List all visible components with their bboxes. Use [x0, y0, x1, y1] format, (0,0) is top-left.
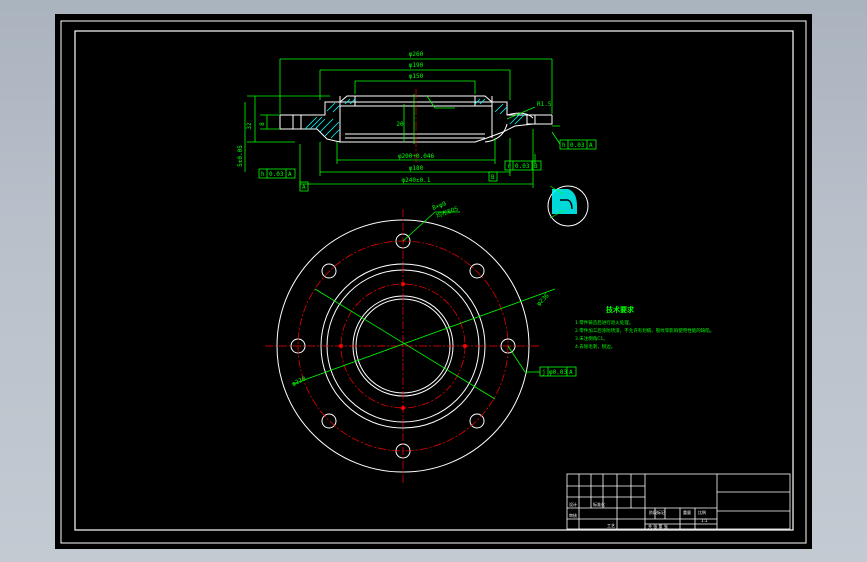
gdt-mid-symbol: r	[507, 163, 511, 170]
dim-center: 20	[396, 121, 404, 128]
datum-b-marker: B	[488, 171, 498, 182]
gdt-plan-value: φ0.03	[549, 369, 567, 376]
gdt-frame-right: h 0.03 A	[551, 131, 597, 150]
note-line-1: 1.零件铸造后进行退火处理。	[575, 319, 633, 326]
gdt-right-symbol: h	[562, 142, 566, 149]
gdt-plan-datum: A	[569, 369, 573, 376]
hole-callout-size: 8×φ9	[431, 200, 447, 212]
note-line-2: 2.零件加工后涂防锈漆，不允许有划痕、裂纹等影响使用性能的缺陷。	[575, 327, 714, 334]
svg-text:B: B	[491, 174, 495, 181]
note-line-3: 3.未注倒角C1。	[575, 335, 608, 342]
notes-title: 技术要求	[606, 305, 635, 314]
tb-scale: 比例	[698, 509, 706, 515]
section-outline	[279, 95, 553, 143]
svg-text:A: A	[302, 184, 306, 191]
dim-bore: φ200+0.046	[398, 153, 435, 160]
plan-view: 8×φ9 均布EQS φ236 φ220 j φ0.03 A	[265, 200, 577, 484]
dim-bottom-outer: φ240±0.1	[402, 177, 431, 184]
plan-centerlines	[265, 209, 541, 484]
gdt-left-symbol: h	[261, 171, 265, 178]
gdt-right-datum: A	[589, 142, 593, 149]
outer-frame	[60, 20, 807, 544]
gdt-left-datum: A	[288, 171, 292, 178]
plan-leaders	[292, 211, 556, 400]
title-block: 设计 标准化 审核 工艺 阶段标记 重量 比例 1:1 共 张 第 张	[566, 473, 791, 530]
section-hatch	[304, 98, 526, 139]
drawing-viewport[interactable]: φ260 φ190 φ150 φ200+0.046 φ180 φ240±0.1 …	[55, 14, 812, 549]
gdt-frame-mid: r 0.03 B	[504, 160, 542, 171]
tb-review: 审核	[569, 512, 577, 518]
technical-notes: 技术要求 1.零件铸造后进行退火处理。 2.零件加工后涂防锈漆，不允许有划痕、裂…	[575, 305, 714, 350]
dim-left-vertical: 5±0.05	[237, 145, 244, 167]
dim-right-mark: R1.5	[537, 101, 552, 108]
dim-bottom-inner: φ180	[409, 165, 424, 172]
dim-hub-top: φ190	[409, 62, 424, 69]
dim-pcd: φ236	[535, 292, 550, 307]
gdt-plan-symbol: j	[542, 369, 546, 376]
tb-process: 工艺	[607, 523, 615, 528]
gdt-frame-left: h 0.03 A	[258, 168, 296, 179]
tb-weight: 重量	[683, 509, 691, 515]
gdt-right-value: 0.03	[570, 142, 585, 149]
dim-overall-width: φ260	[409, 51, 424, 58]
gdt-left-value: 0.03	[269, 171, 284, 178]
cad-drawing: φ260 φ190 φ150 φ200+0.046 φ180 φ240±0.1 …	[60, 20, 807, 544]
tb-standard: 标准化	[593, 501, 605, 507]
dim-left-height: 32	[246, 122, 253, 130]
tb-sheet: 共 张 第 张	[648, 523, 668, 529]
section-dimensions	[244, 58, 560, 188]
tb-scale-value: 1:1	[701, 518, 708, 523]
tb-design: 设计	[569, 501, 577, 507]
gdt-frame-plan: j φ0.03 A	[539, 366, 577, 377]
gdt-mid-datum: B	[534, 163, 538, 170]
datum-a-marker: A	[299, 181, 309, 192]
note-line-4: 4.去除毛刺，锐边。	[575, 343, 615, 350]
inner-frame	[74, 30, 794, 531]
section-view: φ260 φ190 φ150 φ200+0.046 φ180 φ240±0.1 …	[237, 51, 597, 192]
detail-view	[547, 185, 589, 227]
tb-stage: 阶段标记	[649, 509, 665, 515]
dim-hole-pcd: φ220	[291, 375, 307, 388]
plan-small-holes	[339, 282, 467, 410]
dim-left-small: 8	[259, 122, 266, 126]
dim-hub-inner: φ150	[409, 73, 424, 80]
gdt-mid-value: 0.03	[515, 163, 530, 170]
